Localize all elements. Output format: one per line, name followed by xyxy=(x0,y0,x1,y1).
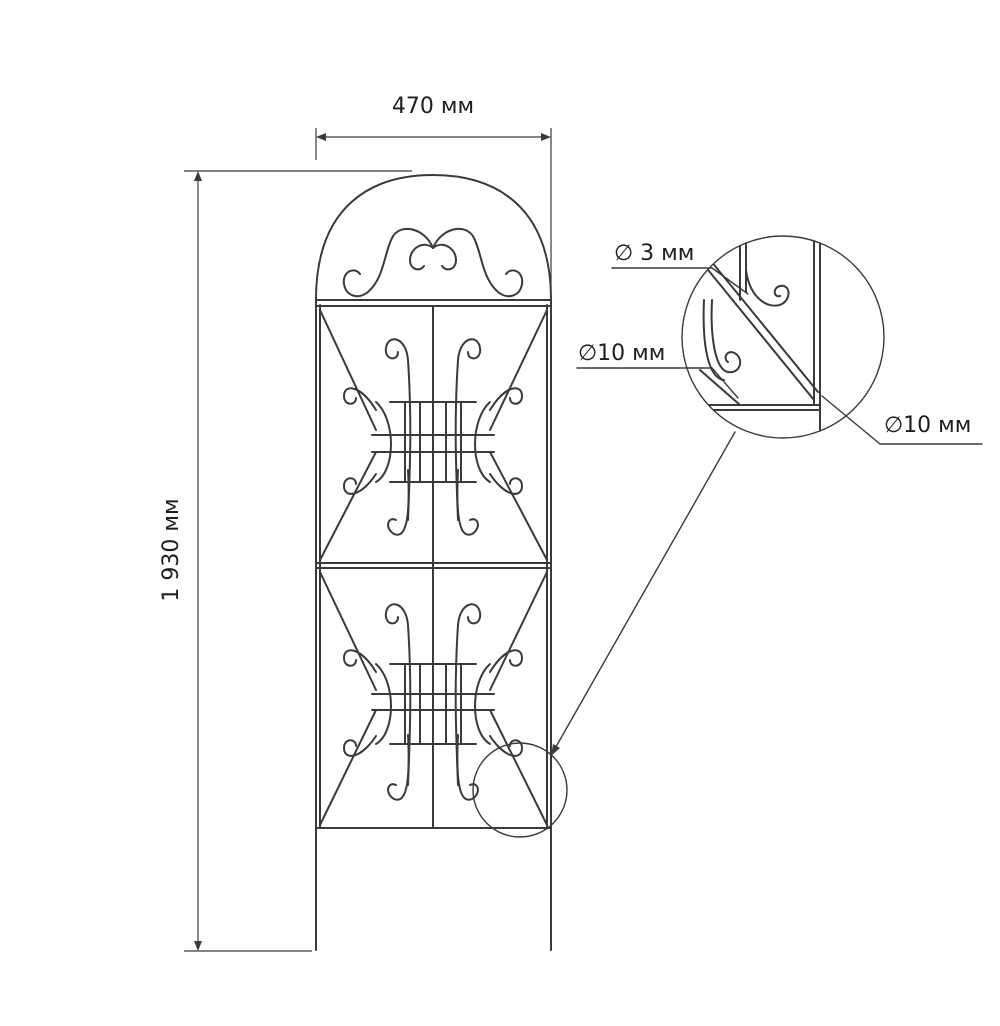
magnified-detail xyxy=(681,235,885,439)
detail-marker-circle xyxy=(472,742,568,838)
width-dimension: 470 мм xyxy=(315,94,552,300)
height-dimension: 1 930 мм xyxy=(159,170,412,952)
width-label: 470 мм xyxy=(392,94,474,119)
detail-leader xyxy=(552,431,736,753)
callout-thin-wire: ∅ 3 мм xyxy=(611,241,749,295)
magnified-circle xyxy=(681,235,885,439)
fence-panel xyxy=(315,174,568,951)
arch-ornament xyxy=(342,228,524,298)
callout-thick-wire-left-label: ∅10 мм xyxy=(578,341,665,366)
height-label: 1 930 мм xyxy=(159,498,184,601)
callout-thick-wire-right-label: ∅10 мм xyxy=(884,413,971,438)
lower-section xyxy=(319,571,548,826)
top-arch xyxy=(315,174,552,301)
callout-thin-wire-label: ∅ 3 мм xyxy=(614,241,694,266)
callout-thick-wire-left: ∅10 мм xyxy=(576,341,739,399)
upper-section xyxy=(319,309,548,561)
callout-thick-wire-right: ∅10 мм xyxy=(821,395,983,445)
